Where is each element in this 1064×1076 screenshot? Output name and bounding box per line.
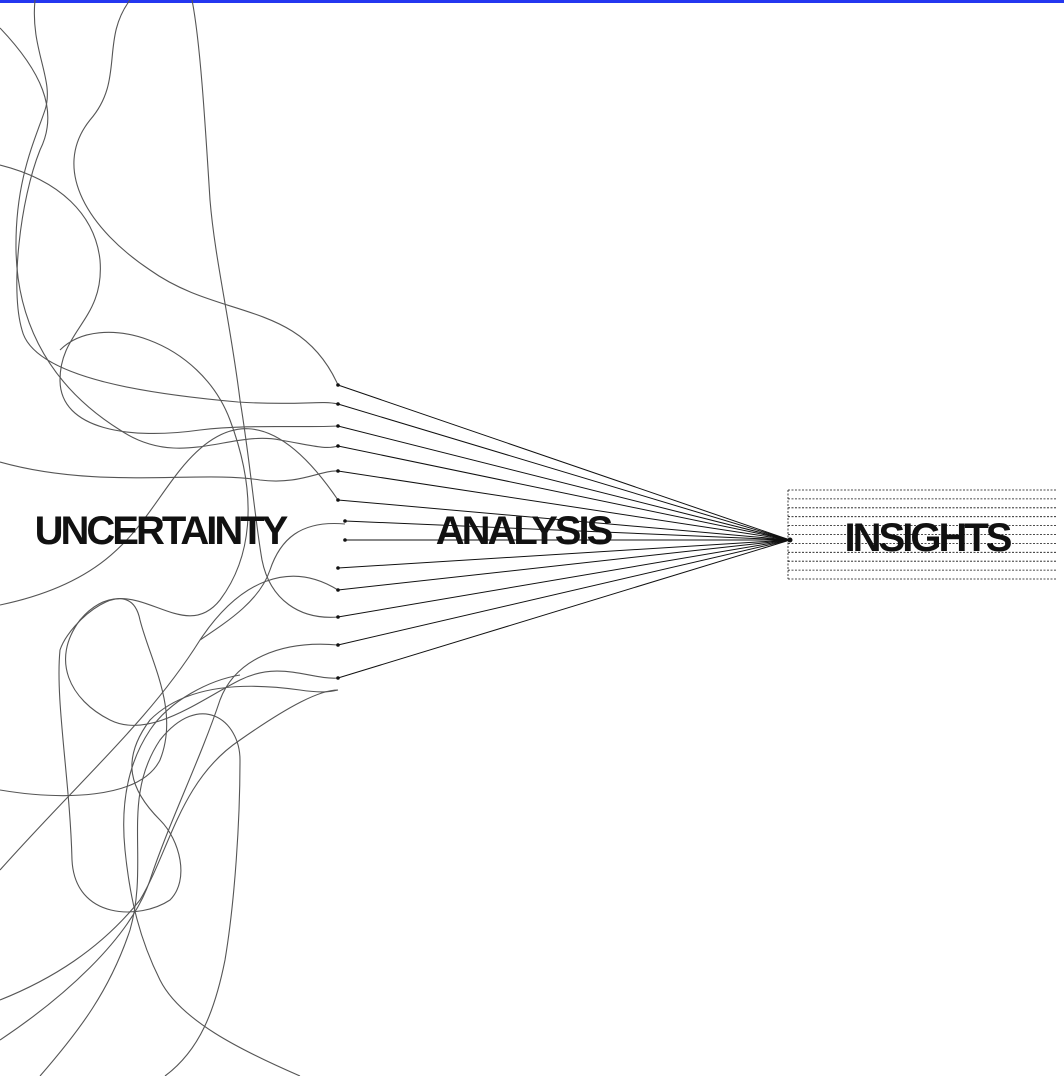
- tangled-line: [0, 643, 339, 1041]
- endpoint-dot: [336, 424, 340, 428]
- converging-line: [337, 539, 791, 679]
- converging-line: [337, 403, 791, 541]
- converging-line: [337, 445, 791, 541]
- endpoint-dot: [343, 538, 347, 542]
- tangled-line: [0, 575, 339, 871]
- converging-line: [337, 470, 791, 541]
- endpoint-dot: [336, 444, 340, 448]
- endpoint-dot: [336, 676, 340, 680]
- tangled-line: [123, 674, 301, 1076]
- line-endpoints: [336, 383, 793, 680]
- tangled-lines: [0, 0, 346, 1076]
- tangled-line: [39, 713, 241, 1076]
- endpoint-dot: [336, 588, 340, 592]
- tangled-line: [0, 164, 339, 435]
- endpoint-dot: [336, 566, 340, 570]
- endpoint-dot: [336, 383, 340, 387]
- tangled-line: [0, 428, 339, 606]
- converging-lines: [337, 384, 791, 679]
- tangled-line: [0, 689, 339, 1001]
- endpoint-dot: [336, 615, 340, 619]
- endpoint-dot: [343, 519, 347, 523]
- focal-point: [787, 537, 793, 543]
- converging-line: [337, 539, 791, 569]
- converging-line: [337, 499, 791, 541]
- top-accent-rule: [0, 0, 1064, 3]
- converging-line: [337, 539, 791, 591]
- analysis-label: ANALYSIS: [436, 509, 613, 553]
- tangled-line: [0, 461, 339, 482]
- converging-line: [337, 539, 791, 618]
- endpoint-dot: [336, 402, 340, 406]
- tangled-line: [0, 27, 339, 405]
- tangled-line: [199, 522, 346, 641]
- insights-label: INSIGHTS: [845, 516, 1012, 560]
- converging-line: [344, 520, 791, 541]
- endpoint-dot: [336, 498, 340, 502]
- tangled-line: [0, 598, 339, 913]
- uncertainty-label: UNCERTAINTY: [35, 509, 289, 553]
- endpoint-dot: [336, 643, 340, 647]
- tangled-line: [15, 0, 339, 449]
- converging-line: [337, 425, 791, 541]
- insight-rules: [787, 489, 1056, 580]
- tangled-line: [73, 0, 339, 386]
- converging-line: [337, 539, 791, 646]
- converging-line: [337, 384, 791, 541]
- endpoint-dot: [336, 469, 340, 473]
